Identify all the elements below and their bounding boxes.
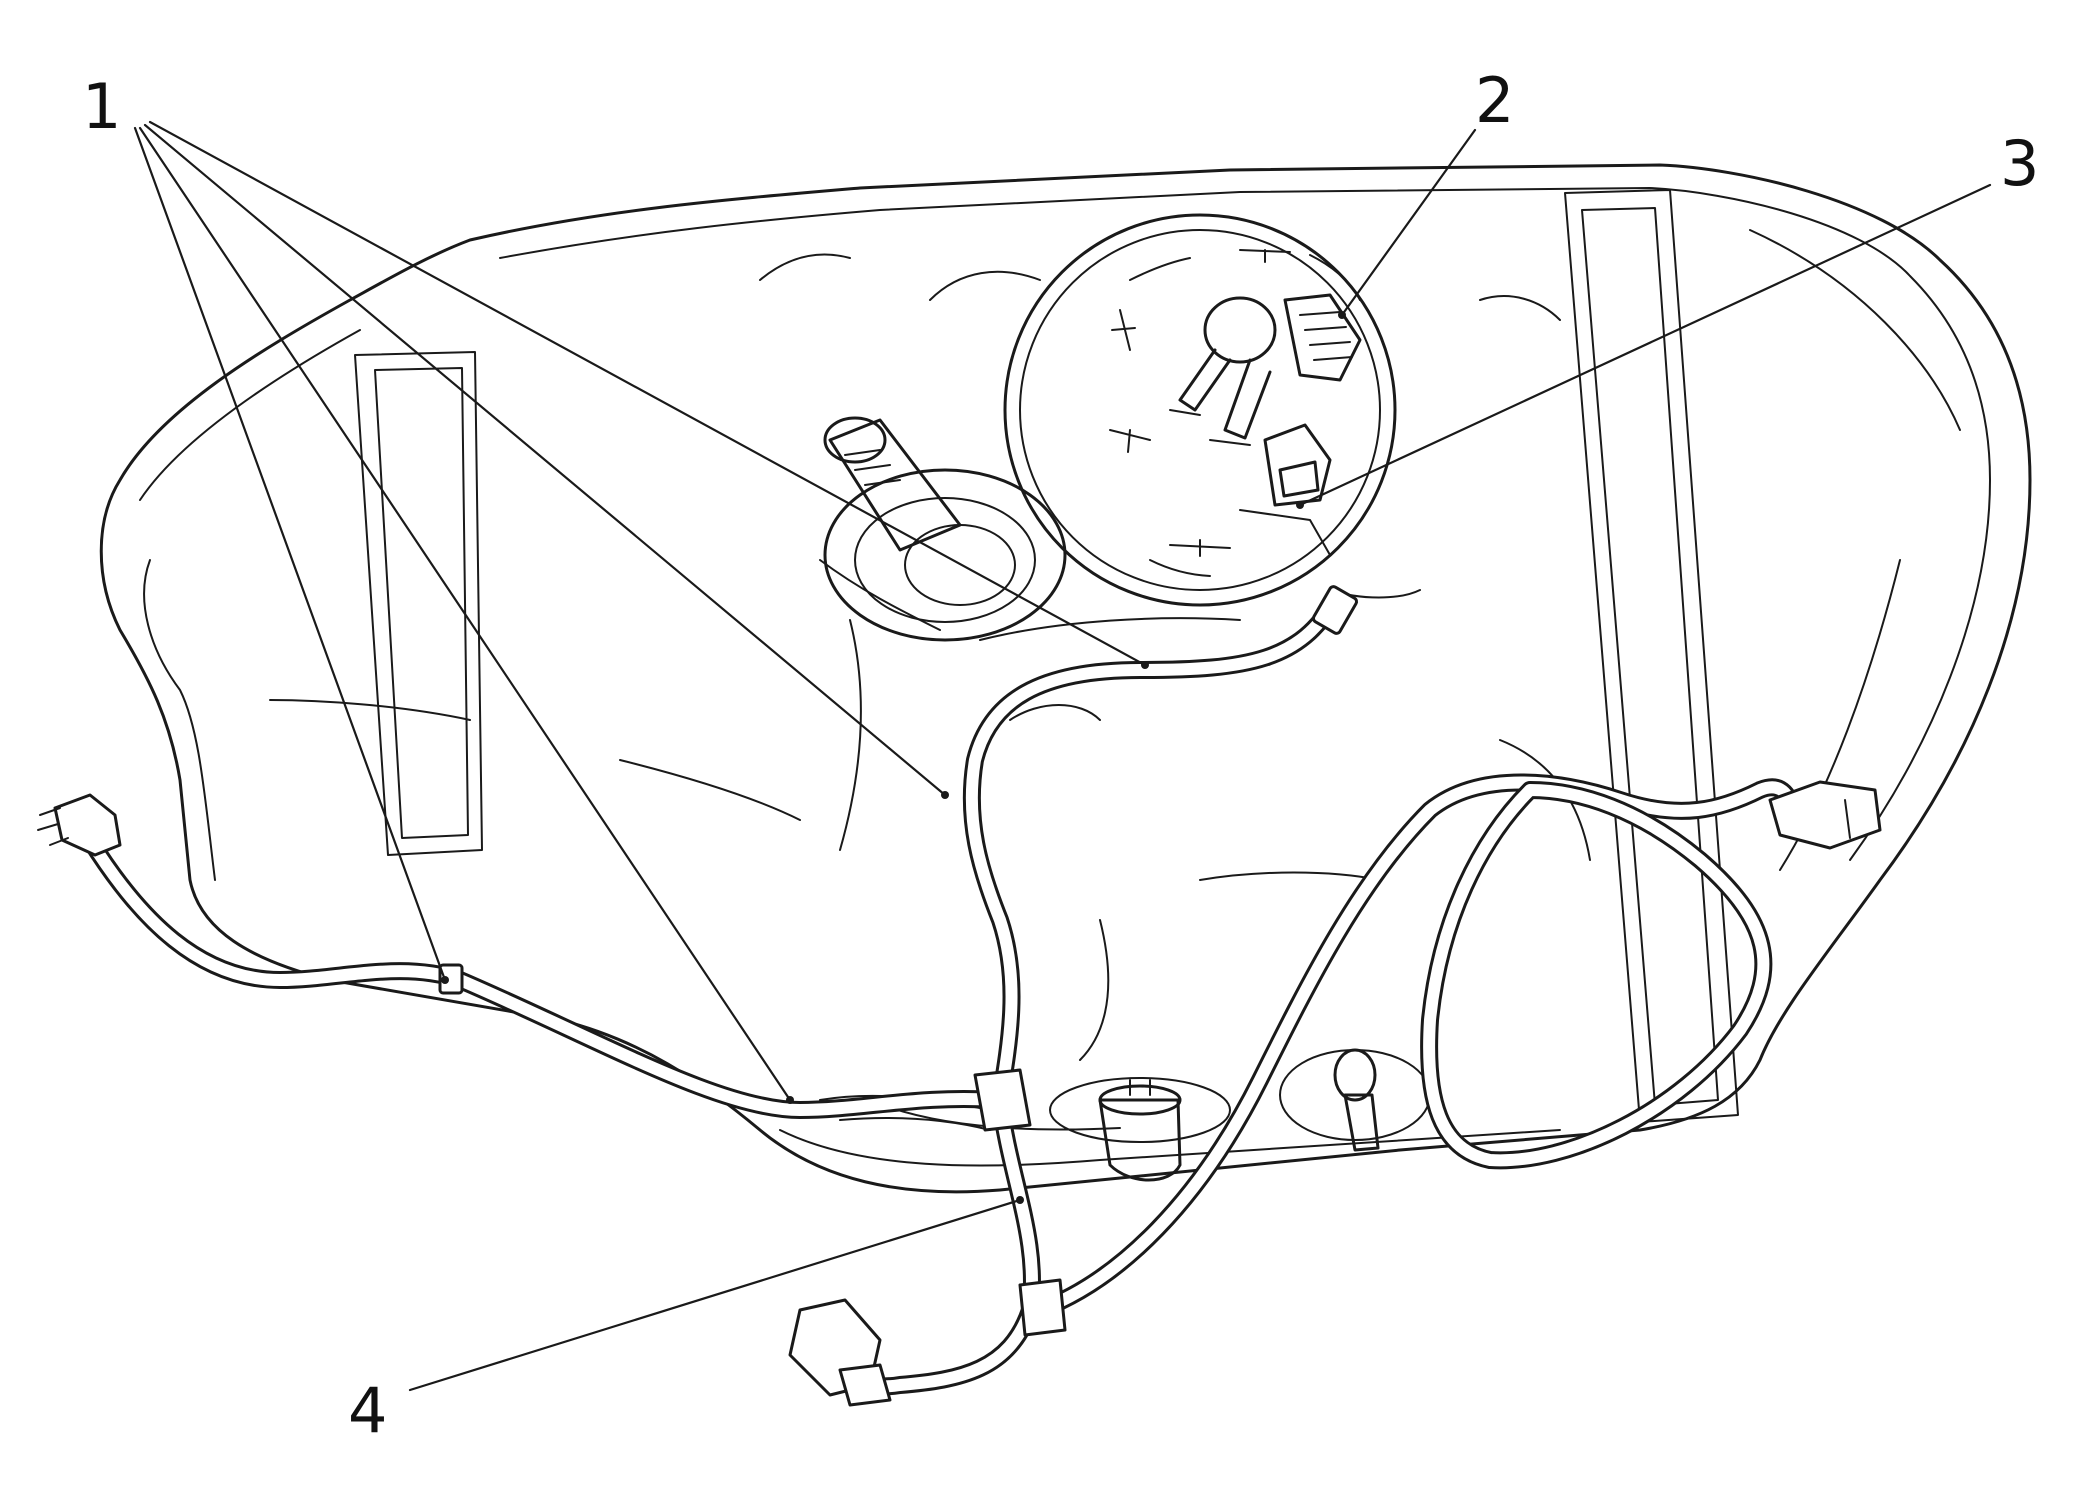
filler-neck bbox=[823, 416, 1067, 642]
callouts: 1 2 3 4 bbox=[82, 64, 2039, 1447]
leader-1c bbox=[143, 123, 947, 797]
leader-4 bbox=[408, 1198, 1022, 1392]
callout-3: 3 bbox=[2000, 127, 2039, 200]
leader-1a bbox=[133, 126, 447, 982]
wiring-harness bbox=[81, 585, 1804, 1396]
leader-1b bbox=[138, 126, 792, 1102]
vent-valve bbox=[1049, 1077, 1231, 1182]
callout-1: 1 bbox=[82, 70, 121, 143]
leader-1d bbox=[148, 120, 1147, 667]
connector-left bbox=[37, 793, 122, 857]
connector-right bbox=[1768, 780, 1882, 850]
leader-3 bbox=[1298, 183, 1992, 507]
leader-lines bbox=[133, 120, 1992, 1392]
leader-2 bbox=[1340, 128, 1477, 317]
callout-4: 4 bbox=[348, 1374, 387, 1447]
connector-bottom bbox=[788, 1298, 892, 1407]
fuel-line-fitting bbox=[1279, 1048, 1431, 1152]
callout-2: 2 bbox=[1475, 64, 1514, 137]
